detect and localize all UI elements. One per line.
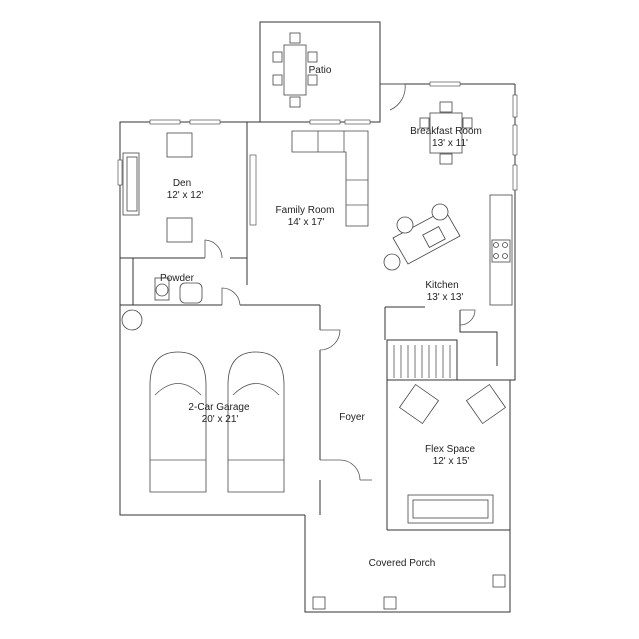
kitchen-counter-icon	[489, 194, 513, 306]
windows	[117, 81, 518, 226]
garage-label: 2-Car Garage	[188, 402, 250, 413]
breakfast-dining-set-icon	[419, 101, 473, 165]
patio-dining-set-icon	[272, 32, 318, 108]
flex-space-size: 12' x 15'	[433, 456, 470, 467]
stairs-icon	[393, 345, 451, 378]
family-room-label: Family Room	[276, 205, 335, 216]
door-arc-icon	[319, 329, 341, 351]
breakfast-room-size: 13' x 11'	[432, 138, 468, 149]
den-label: Den	[173, 178, 191, 189]
patio-label: Patio	[309, 65, 332, 76]
armchair-icon	[398, 383, 507, 425]
door-arc-icon	[380, 83, 406, 111]
sectional-sofa-icon	[291, 130, 369, 227]
kitchen-island-icon	[383, 203, 461, 271]
door-arc-icon	[221, 287, 241, 306]
kitchen-size: 13' x 13'	[427, 292, 464, 303]
car-icon	[227, 351, 285, 493]
covered-porch-label: Covered Porch	[369, 558, 436, 569]
powder-label: Powder	[160, 273, 195, 284]
kitchen-label: Kitchen	[425, 280, 458, 291]
stove-icon	[493, 242, 499, 248]
flex-space-label: Flex Space	[425, 444, 475, 455]
den-size: 12' x 12'	[167, 190, 204, 201]
door-arc-icon	[204, 239, 223, 259]
porch-columns	[312, 574, 506, 610]
water-heater-icon	[121, 309, 143, 331]
family-room-size: 14' x 17'	[288, 217, 325, 228]
car-icon	[149, 351, 207, 493]
flex-sofa-icon	[407, 494, 494, 524]
exterior-walls	[119, 21, 516, 613]
foyer-label: Foyer	[339, 412, 365, 423]
room-labels: Patio Breakfast Room 13' x 11' Den 12' x…	[160, 65, 482, 569]
den-sofa-icon	[122, 132, 193, 243]
door-swings	[204, 83, 476, 481]
powder-fixtures-icon	[154, 277, 203, 304]
garage-size: 20' x 21'	[202, 414, 239, 425]
door-arc-icon	[339, 459, 361, 481]
breakfast-room-label: Breakfast Room	[410, 126, 482, 137]
door-arc-icon	[459, 309, 476, 326]
